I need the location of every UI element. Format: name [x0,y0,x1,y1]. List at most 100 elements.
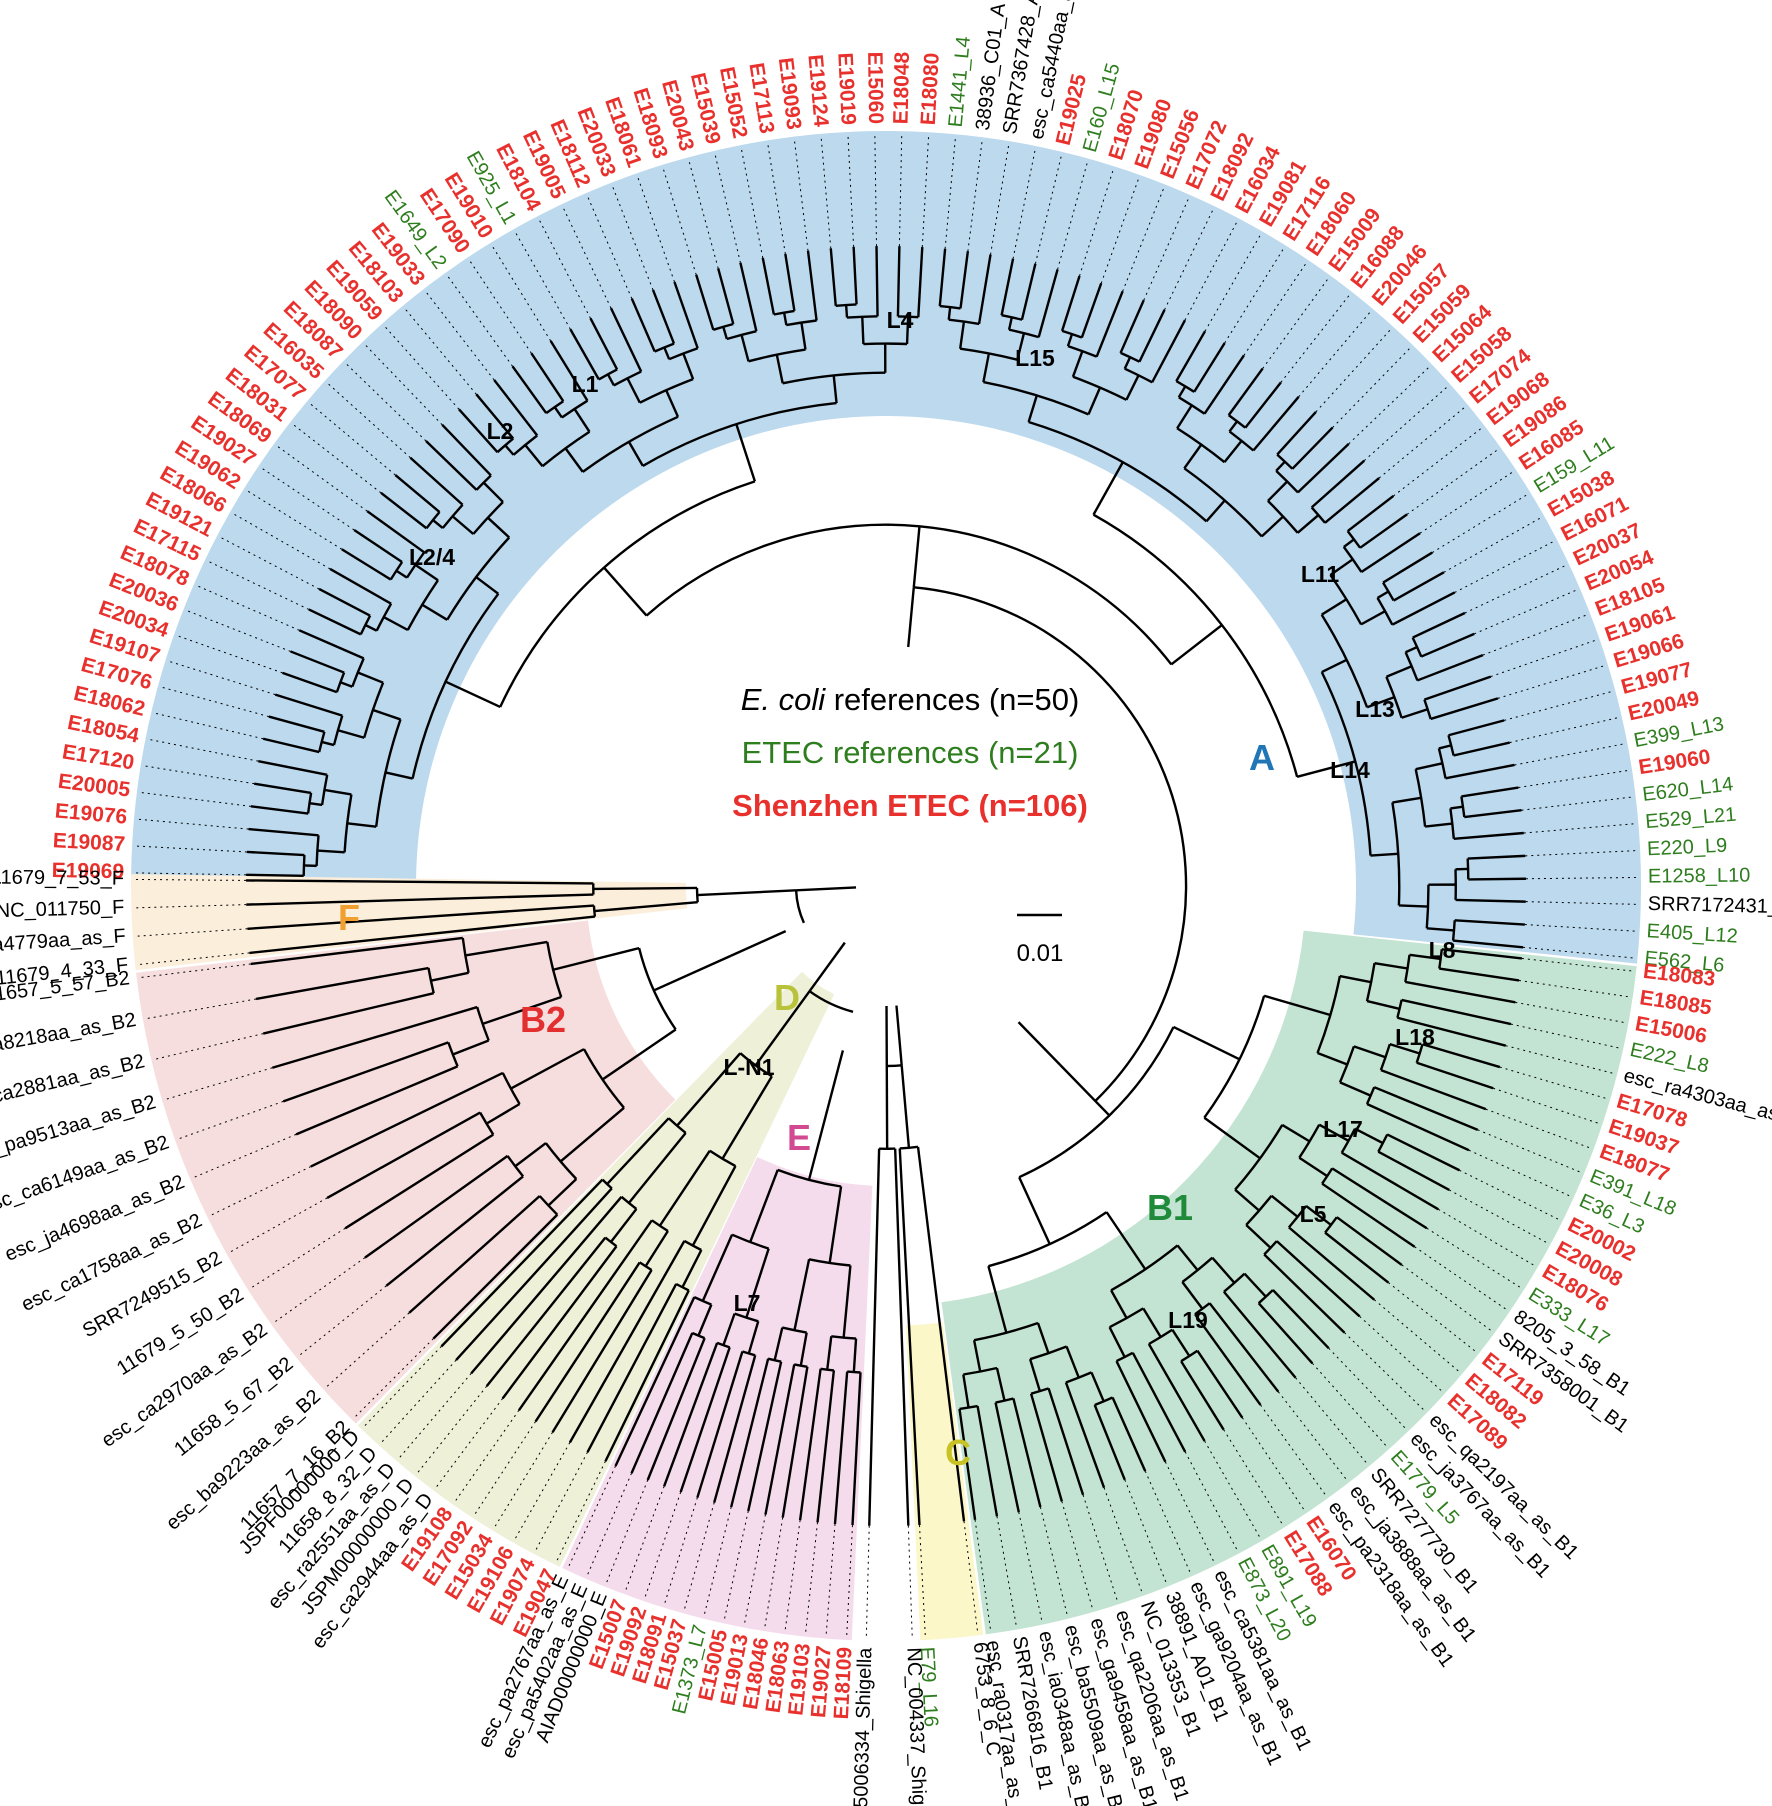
tip-connector [1204,234,1261,332]
branch [1263,1253,1346,1334]
branch [1029,1393,1063,1502]
branch-arc [1377,1133,1389,1153]
tip-connector [764,1517,784,1628]
branch [826,1050,845,1109]
branch-arc [683,1239,702,1252]
branch-arc [1425,884,1430,929]
branch-arc [1340,1128,1357,1154]
branch [1119,299,1145,354]
branch [1405,980,1516,1004]
branch [808,941,846,992]
branch [1377,1150,1450,1192]
branch [347,822,377,828]
branch [290,650,345,674]
branch [308,608,362,636]
lineage-label: L17 [1323,1116,1363,1142]
tip-connector [1164,209,1214,311]
tip-connector [139,952,250,965]
branch [826,1336,833,1370]
tip-connector [1034,155,1062,264]
branch-arc [1094,1396,1114,1407]
branch [609,1208,638,1243]
branch-arc [315,835,320,866]
branch [1445,763,1515,780]
tip-connector [447,275,513,367]
tip-connector [1518,979,1629,998]
branch [1385,665,1413,678]
branch [1397,1016,1507,1047]
branch [798,1368,822,1521]
branch [366,510,425,554]
tip-connector [562,207,612,309]
branch [1430,697,1499,721]
branch [475,576,500,595]
tip-connector [1497,665,1605,699]
branch [1288,1226,1376,1301]
branch [552,946,640,971]
tip-connector [1406,449,1498,515]
tip-connector [1224,248,1284,344]
clade-label-f: F [338,897,360,938]
branch [747,1320,760,1354]
branch [1296,760,1356,778]
branch-arc [1396,999,1403,1018]
branch [893,1148,910,1526]
branch-arc [541,430,591,468]
tip-connector [492,246,552,342]
clade-label-b1: B1 [1147,1187,1193,1228]
lineage-label: L8 [1429,937,1456,963]
branch [796,886,857,892]
legend-shenzhen-etec: Shenzhen ETEC (n=106) [732,788,1088,823]
tip-connector [1490,639,1596,678]
branch [1448,719,1505,737]
tip-connector [1057,162,1088,270]
branch [1391,591,1456,626]
branch-arc [1183,467,1263,538]
branch [1401,998,1512,1026]
branch-arc [1338,1046,1356,1083]
branch [665,389,680,418]
tip-connector [1144,1470,1191,1573]
branch [806,250,818,321]
branch [1297,442,1350,494]
branch [832,375,838,404]
tip-connector [1164,1461,1215,1562]
branch [739,262,758,332]
branch [722,326,728,340]
tip-connector [136,845,247,853]
clade-sector-b2 [136,920,676,1424]
branch [1412,611,1466,639]
tip-connector [1348,366,1430,445]
tip-connector [568,1465,616,1567]
branch [1223,440,1243,463]
tip-connector [1082,1494,1118,1601]
branch [938,248,947,307]
branch [262,992,435,1035]
branch [852,246,858,305]
branch [246,879,594,885]
branch [701,1234,734,1302]
branch [1336,1216,1403,1266]
tip-connector [1328,1347,1406,1429]
tip-label: E79_L16 [916,1646,942,1727]
tip-connector [229,1197,328,1253]
tip-connector [1525,876,1637,880]
tip-connector [1359,1316,1443,1392]
branch [534,1261,641,1423]
branch [1380,1069,1487,1111]
branch [907,587,915,648]
tip-connector [177,635,283,674]
tip-connector [144,765,255,785]
branch [1416,653,1484,682]
branch [1244,381,1282,429]
tip-connector [1184,1451,1238,1551]
branch [1366,1102,1470,1152]
tip-label: E19019 [833,52,860,125]
branch [658,1150,711,1227]
branch [962,1374,970,1408]
branch-arc [1148,1328,1173,1346]
branch [564,447,584,473]
branch [425,440,478,491]
tip-connector [299,1285,387,1356]
branch [432,519,444,529]
